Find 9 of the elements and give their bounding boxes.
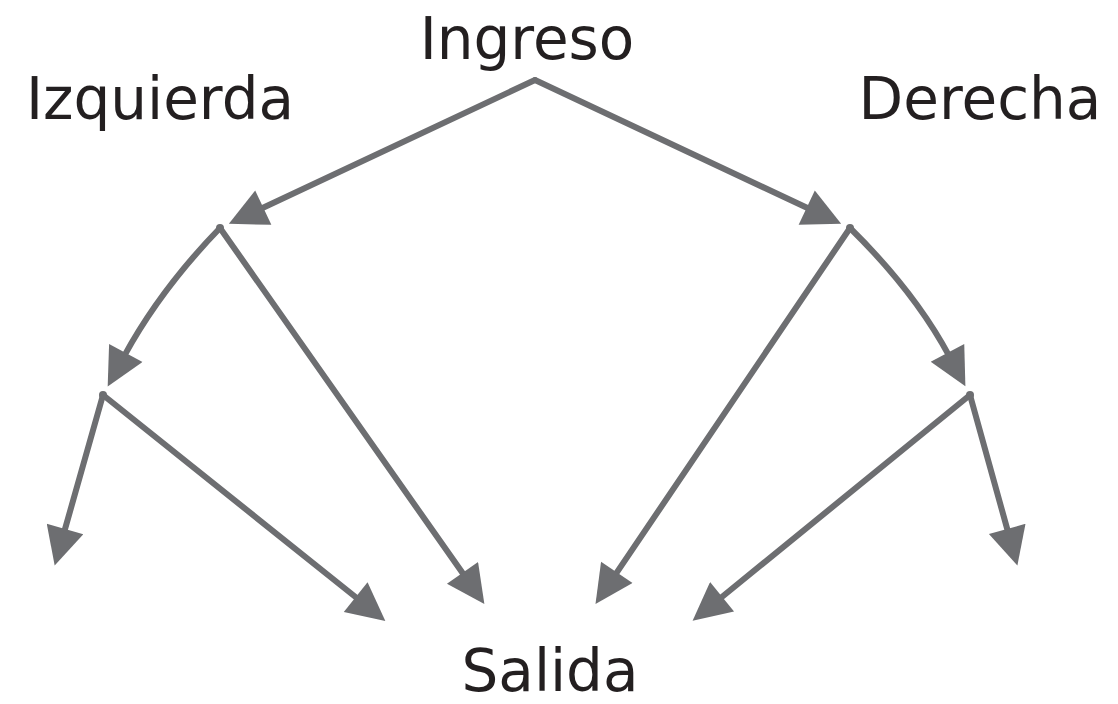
arrow xyxy=(532,77,842,225)
junction-dot xyxy=(216,224,224,232)
arrow xyxy=(847,225,966,387)
branch-label: Derecha xyxy=(858,70,1102,128)
arrow xyxy=(228,77,538,225)
node-label: Salida xyxy=(461,642,639,700)
junction-dot xyxy=(846,224,854,232)
junction-dot xyxy=(966,391,974,399)
junction-dot xyxy=(99,391,107,399)
